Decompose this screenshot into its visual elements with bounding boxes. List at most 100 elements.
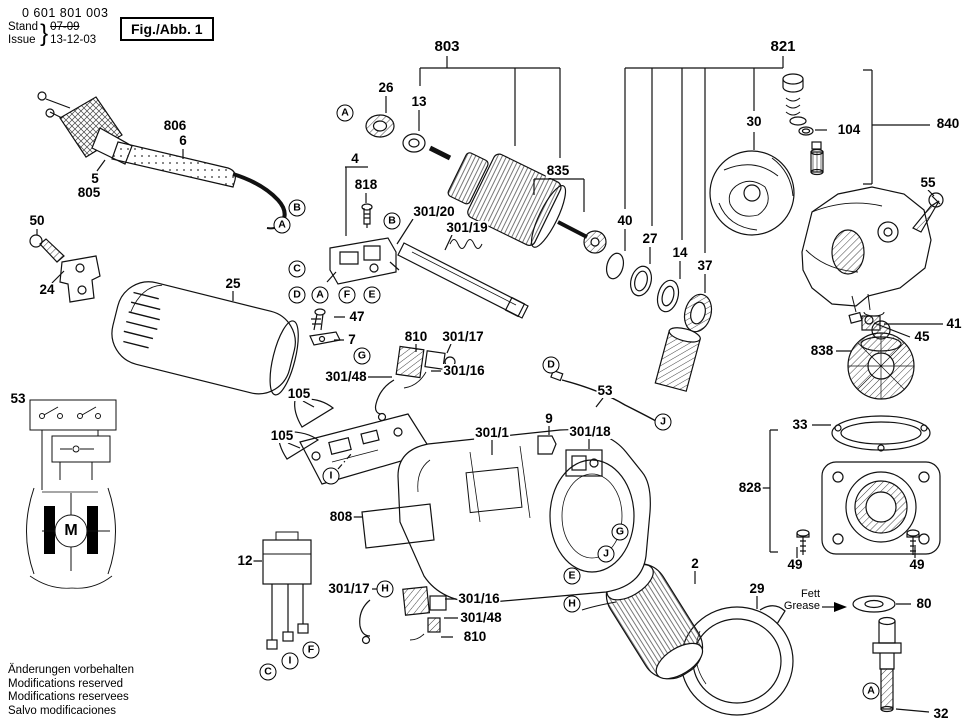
callout-letter-B: B [383, 212, 401, 230]
part-label-37: 37 [696, 258, 714, 273]
part-label-30: 30 [745, 114, 763, 129]
part-label-80: 80 [915, 596, 933, 611]
callout-letter-E: E [363, 286, 381, 304]
part-label-32: 32 [932, 706, 950, 721]
issue-label: Issue [8, 34, 36, 46]
armature-drawing [428, 145, 607, 254]
callout-letter-F: F [338, 286, 356, 304]
screw-49-left-drawing [796, 529, 810, 555]
part-label-828: 828 [737, 480, 763, 495]
footer-line-de: Änderungen vorbehalten [8, 664, 134, 676]
bracket-7-drawing [309, 331, 341, 346]
part-label-29: 29 [748, 581, 766, 596]
part-label-53: 53 [9, 391, 27, 406]
part-label-301-20: 301/20 [412, 204, 456, 219]
bearing-26-drawing [365, 114, 395, 138]
part-label-105: 105 [286, 386, 312, 401]
wiring-diagram-drawing [26, 399, 117, 589]
callout-letter-D: D [288, 286, 306, 304]
leader-lines [36, 56, 943, 713]
grease-arrow [822, 602, 847, 612]
callout-letter-J: J [654, 413, 672, 431]
part-label-49: 49 [908, 557, 926, 572]
screw-50-drawing [29, 234, 65, 263]
washer-9-drawing [537, 435, 557, 455]
part-label-105: 105 [269, 428, 295, 443]
callout-letter-C: C [288, 260, 306, 278]
date-new: 13-12-03 [50, 34, 97, 46]
cable-53-drawing [550, 369, 657, 422]
part-label-806: 806 [162, 118, 188, 133]
part-label-7: 7 [347, 332, 357, 347]
part-label-45: 45 [913, 329, 931, 344]
part-label-9: 9 [544, 411, 554, 426]
figure-box: Fig./Abb. 1 [120, 17, 214, 41]
part-label-301-16: 301/16 [442, 363, 486, 378]
fan-guard-drawing [709, 150, 795, 236]
valve-parts-drawing [782, 73, 824, 176]
callout-letter-H: H [563, 595, 581, 613]
part-label-49: 49 [786, 557, 804, 572]
part-label-55: 55 [919, 175, 937, 190]
grease-note-en: Grease [783, 600, 820, 612]
part-label-301-18: 301/18 [568, 424, 612, 439]
slider-bar-drawing [397, 239, 529, 319]
callout-letter-A: A [336, 104, 354, 122]
part-label-301-48: 301/48 [324, 369, 368, 384]
part-label-301-1: 301/1 [474, 425, 510, 440]
callout-letter-H: H [376, 580, 394, 598]
part-label-808: 808 [328, 509, 354, 524]
part-label-301-17: 301/17 [441, 329, 485, 344]
washer-80-drawing [852, 595, 896, 613]
part-label-301-48: 301/48 [459, 610, 503, 625]
part-label-810: 810 [462, 629, 488, 644]
part-label-53: 53 [596, 383, 614, 398]
part-label-47: 47 [348, 309, 366, 324]
part-label-840: 840 [935, 116, 961, 131]
part-label-805: 805 [76, 185, 102, 200]
gear-housing-drawing [801, 186, 932, 331]
part-label-810: 810 [403, 329, 429, 344]
part-label-14: 14 [671, 245, 689, 260]
part-label-13: 13 [410, 94, 428, 109]
part-label-104: 104 [836, 122, 862, 137]
callout-letter-G: G [353, 347, 371, 365]
footer-notes: Änderungen vorbehalten Modifications res… [8, 664, 134, 718]
bearing-flange-drawing [821, 461, 941, 555]
title-block: 0 601 801 003 Stand Issue } 07-09 13-12-… [8, 6, 108, 47]
part-label-24: 24 [38, 282, 56, 297]
callout-letter-A: A [311, 286, 329, 304]
screw-49-right-drawing [906, 529, 920, 555]
callout-letter-A: A [273, 216, 291, 234]
screw-47-drawing [311, 308, 326, 331]
part-label-25: 25 [224, 276, 242, 291]
part-label-5: 5 [90, 171, 100, 186]
grease-note-de: Fett [801, 588, 820, 600]
part-label-27: 27 [641, 231, 659, 246]
gasket-33-drawing [831, 415, 931, 452]
callout-letter-G: G [611, 523, 629, 541]
callout-letter-F: F [302, 641, 320, 659]
part-label-40: 40 [616, 213, 634, 228]
brace-glyph: } [40, 20, 49, 47]
main-housing-drawing [397, 429, 651, 604]
callout-letter-J: J [597, 545, 615, 563]
screw-55-drawing [912, 192, 944, 233]
spindle-drawing [872, 616, 902, 713]
bracket-24-drawing [59, 255, 101, 303]
screw-818-drawing [361, 203, 373, 228]
grease-note: Fett Grease [780, 588, 820, 612]
part-label-838: 838 [809, 343, 835, 358]
part-label-835: 835 [545, 163, 571, 178]
callout-letter-I: I [281, 652, 299, 670]
stand-label: Stand [8, 21, 39, 33]
part-label-2: 2 [690, 556, 700, 571]
callout-letter-C: C [259, 663, 277, 681]
motor-symbol-M: M [64, 522, 78, 539]
bearing-13-drawing [402, 133, 426, 153]
motor-housing-drawing [111, 281, 299, 396]
part-label-301-17: 301/17 [327, 581, 371, 596]
callout-letter-B: B [288, 199, 306, 217]
